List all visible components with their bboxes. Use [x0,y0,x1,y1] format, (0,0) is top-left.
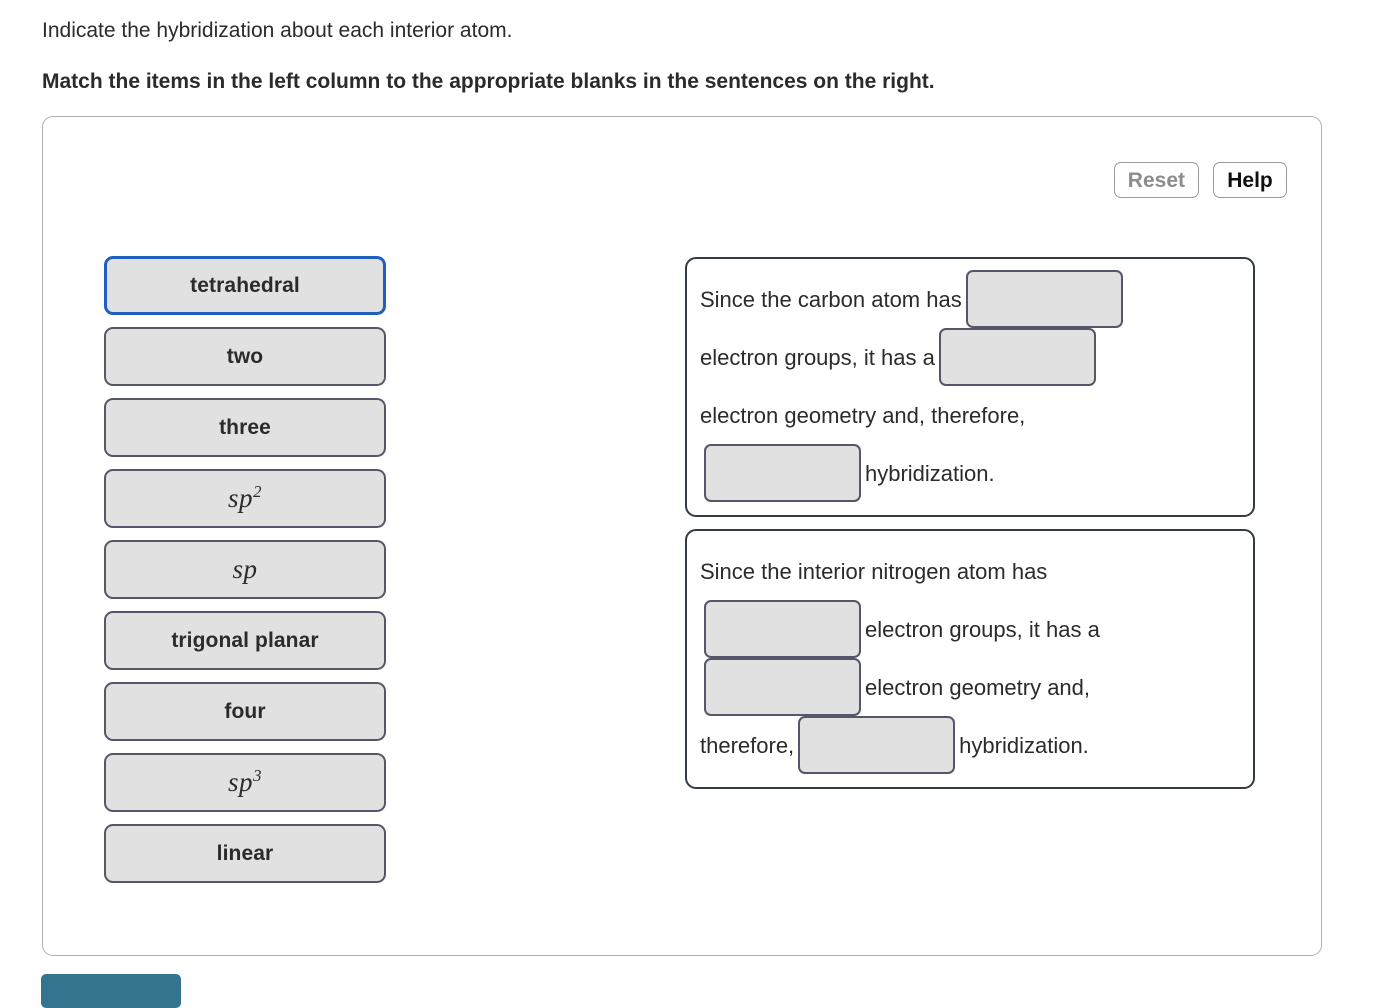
draggable-items-column: tetrahedral two three sp2 sp trigonal planar f… [104,256,386,883]
nitrogen-sentence: Since the interior nitrogen atom has elec… [685,529,1255,789]
sentence-fragment: electron geometry and, [865,674,1091,700]
sentence-line: hybridization. [700,444,1240,502]
superscript-exponent: 2 [253,482,262,501]
draggable-item-label: linear [216,841,274,865]
matching-instruction: Match the items in the left column to th… [42,70,935,93]
draggable-item[interactable]: tetrahedral [104,256,386,315]
question-prompt: Indicate the hybridization about each in… [42,19,513,42]
answer-blank-dropzone[interactable] [938,328,1096,386]
draggable-item-label: two [226,344,264,368]
help-button[interactable]: Help [1213,162,1287,198]
draggable-item[interactable]: two [104,327,386,386]
draggable-item[interactable]: sp2 [104,469,386,528]
carbon-sentence: Since the carbon atom has electron groups… [685,257,1255,517]
submit-button[interactable] [41,974,181,1008]
draggable-item-label: three [219,415,271,439]
sentence-fragment: Since the carbon atom has [700,286,962,312]
sentence-fragment: electron geometry and, therefore, [700,402,1026,428]
draggable-item[interactable]: four [104,682,386,741]
sentence-text: Since the interior nitrogen atom has elec… [700,542,1240,774]
draggable-item-label: sp3 [228,766,262,797]
answer-blank-dropzone[interactable] [965,270,1123,328]
draggable-item-label: tetrahedral [190,273,300,297]
sentence-line: electron geometry and, therefore, [700,386,1240,444]
draggable-item-label: trigonal planar [171,628,319,652]
sentence-line: electron groups, it has a [700,600,1240,658]
sentence-fragment: electron groups, it has a [700,344,935,370]
draggable-item[interactable]: linear [104,824,386,883]
sentence-fragment: therefore, [700,732,795,758]
sentence-fragment: hybridization. [865,460,995,486]
draggable-item[interactable]: three [104,398,386,457]
sentence-line: Since the carbon atom has [700,270,1240,328]
sentence-line: electron geometry and, [700,658,1240,716]
sentence-panels: Since the carbon atom has electron groups… [685,257,1255,789]
activity-toolbar: Reset Help [1113,162,1287,198]
answer-blank-dropzone[interactable] [798,716,956,774]
answer-blank-dropzone[interactable] [704,444,861,502]
sentence-text: Since the carbon atom has electron groups… [700,270,1240,502]
sentence-fragment: Since the interior nitrogen atom has [700,558,1048,584]
sentence-line: electron groups, it has a [700,328,1240,386]
matching-activity-card: Reset Help tetrahedral two three sp2 sp trigo… [42,116,1322,956]
sentence-fragment: hybridization. [959,732,1089,758]
answer-blank-dropzone[interactable] [704,658,861,716]
answer-blank-dropzone[interactable] [704,600,861,658]
draggable-item-label: sp2 [228,482,262,513]
draggable-item-label: sp [232,554,258,584]
reset-button[interactable]: Reset [1113,162,1199,198]
sentence-line: Since the interior nitrogen atom has [700,542,1240,600]
draggable-item[interactable]: sp [104,540,386,599]
sentence-fragment: electron groups, it has a [865,616,1100,642]
draggable-item[interactable]: trigonal planar [104,611,386,670]
sentence-line: therefore, hybridization. [700,716,1240,774]
draggable-item[interactable]: sp3 [104,753,386,812]
superscript-exponent: 3 [253,766,262,785]
draggable-item-label: four [224,699,266,723]
